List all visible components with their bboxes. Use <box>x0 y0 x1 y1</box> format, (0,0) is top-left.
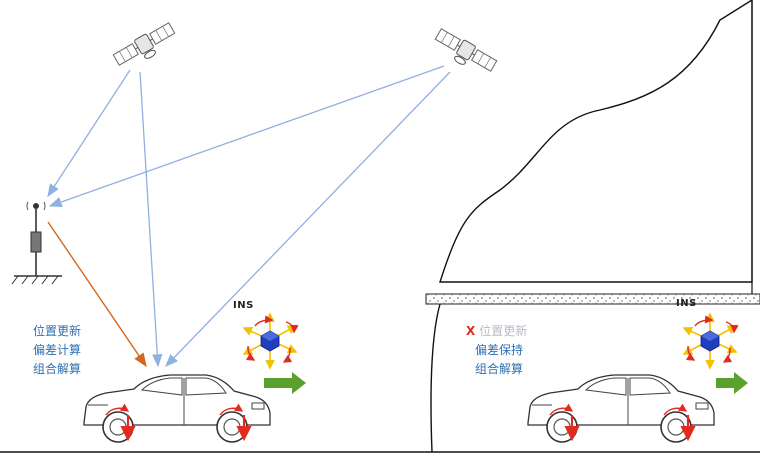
base-station-icon <box>11 201 62 285</box>
satellite-icon <box>430 26 499 80</box>
motion-arrow <box>264 372 306 394</box>
ins-label: INS <box>233 300 254 311</box>
tunnel-icon <box>425 0 760 453</box>
step-label: 组合解算 <box>475 362 524 376</box>
satellite-signal-lines <box>47 65 451 368</box>
car-icon <box>528 375 714 442</box>
x-mark: X <box>466 324 476 338</box>
ins-icon <box>244 314 296 368</box>
correction-line <box>47 221 147 368</box>
step-label-disabled: 位置更新 <box>479 324 528 338</box>
step-label: 偏差计算 <box>33 343 82 357</box>
step-list: 位置更新 偏差计算 组合解算 <box>33 322 81 379</box>
step-label: 偏差保持 <box>475 343 524 357</box>
step-label: 位置更新 <box>33 324 82 338</box>
satellite-icon <box>111 20 180 74</box>
ins-label: INS <box>676 298 697 309</box>
motion-arrow <box>716 372 748 394</box>
step-label: 组合解算 <box>33 362 82 376</box>
car-icon <box>84 375 270 442</box>
ins-icon <box>684 314 736 368</box>
